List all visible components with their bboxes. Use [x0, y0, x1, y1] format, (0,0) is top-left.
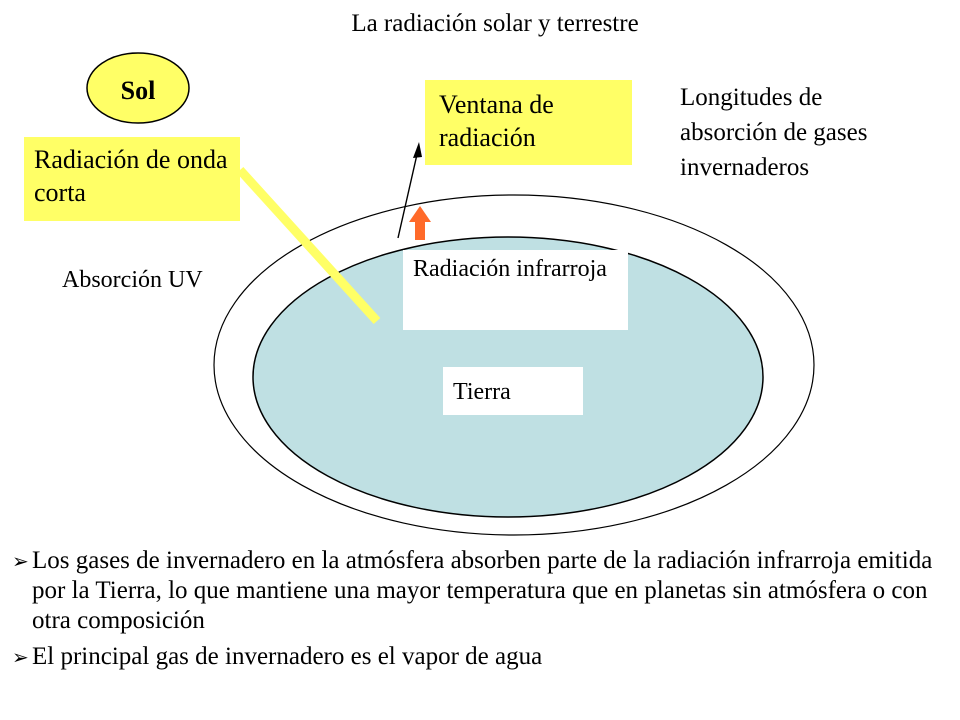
window-arrow-head: [413, 142, 422, 158]
radiation-window-label: Ventana de radiación: [425, 80, 632, 165]
sun-circle: [86, 52, 190, 124]
shortwave-ray: [236, 166, 381, 325]
gas-absorption-label: Longitudes de absorción de gases inverna…: [680, 84, 868, 181]
sun-label: Sol: [120, 76, 156, 105]
bullet-item: ➢ Los gases de invernadero en la atmósfe…: [12, 546, 952, 636]
atmosphere-outline: [213, 194, 815, 536]
arrow-bullet-icon: ➢: [12, 549, 29, 573]
window-arrow-line: [397, 149, 419, 239]
infrared-radiation-label: Radiación infrarroja: [403, 250, 628, 330]
bullet-item: ➢ El principal gas de invernadero es el …: [12, 642, 952, 672]
bullet-list: ➢ Los gases de invernadero en la atmósfe…: [12, 546, 952, 672]
uv-absorption-label: Absorción UV: [62, 267, 203, 293]
shortwave-radiation-label: Radiación de onda corta: [24, 137, 240, 221]
bullet-text: El principal gas de invernadero es el va…: [32, 643, 543, 670]
arrow-bullet-icon: ➢: [12, 645, 29, 669]
infrared-arrow: [409, 206, 431, 240]
earth-label: Tierra: [443, 367, 583, 415]
page-title: La radiación solar y terrestre: [351, 10, 639, 37]
bullet-text: Los gases de invernadero en la atmósfera…: [32, 547, 933, 634]
